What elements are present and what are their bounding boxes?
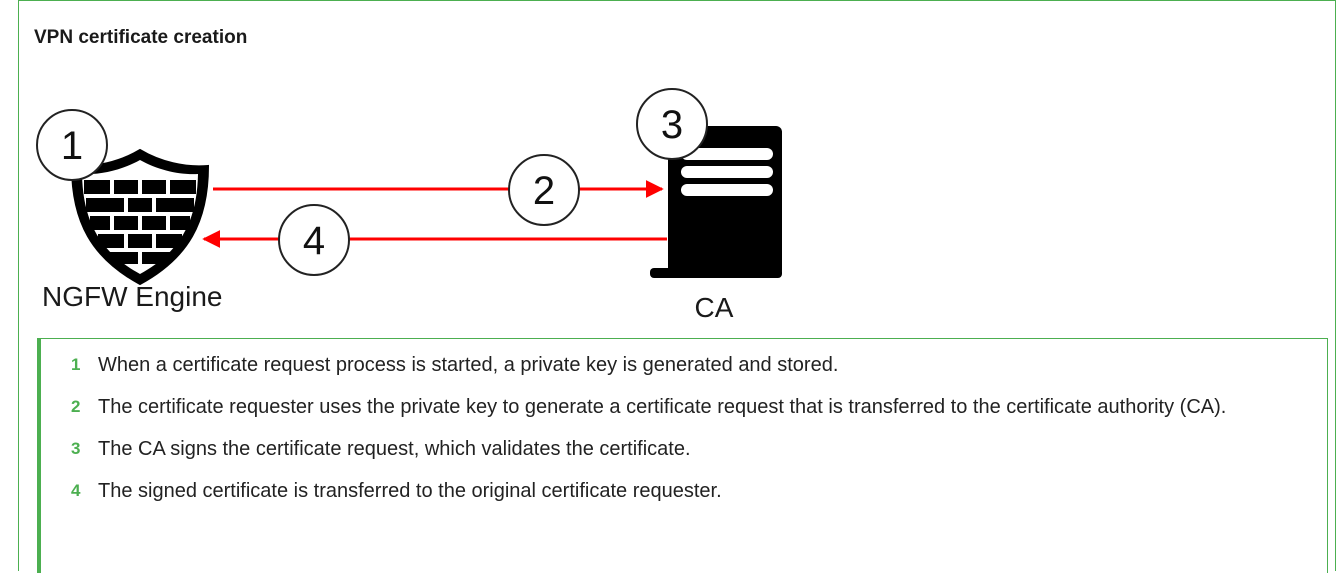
step-3-marker-label: 3 xyxy=(661,103,683,147)
step-number: 3 xyxy=(71,439,81,458)
list-item: 3 The CA signs the certificate request, … xyxy=(71,435,1327,463)
step-list: 1 When a certificate request process is … xyxy=(37,338,1328,573)
step-text: The signed certificate is transferred to… xyxy=(98,480,722,502)
list-item: 1 When a certificate request process is … xyxy=(71,351,1327,379)
ca-label: CA xyxy=(695,292,734,323)
step-text: The certificate requester uses the priva… xyxy=(98,396,1227,418)
step-1-marker: 1 xyxy=(36,109,108,181)
engine-label: NGFW Engine xyxy=(42,281,223,312)
step-1-marker-label: 1 xyxy=(61,124,83,168)
server-icon xyxy=(650,126,782,278)
firewall-shield-icon xyxy=(70,148,210,286)
step-2-marker-label: 2 xyxy=(533,169,555,213)
step-number: 4 xyxy=(71,481,81,500)
list-item: 4 The signed certificate is transferred … xyxy=(71,477,1327,505)
diagram-title: VPN certificate creation xyxy=(34,27,248,48)
step-4-marker-label: 4 xyxy=(303,219,325,263)
step-number: 2 xyxy=(71,397,81,416)
step-3-marker: 3 xyxy=(636,88,708,160)
step-2-marker: 2 xyxy=(508,154,580,226)
diagram-frame xyxy=(18,0,1336,571)
step-4-marker: 4 xyxy=(278,204,350,276)
step-text: The CA signs the certificate request, wh… xyxy=(98,438,691,460)
step-number: 1 xyxy=(71,355,81,374)
list-item: 2 The certificate requester uses the pri… xyxy=(71,393,1327,421)
certificate-flow-diagram: 1 2 3 4 NGFW Engine CA xyxy=(36,88,782,323)
step-text: When a certificate request process is st… xyxy=(98,354,839,376)
